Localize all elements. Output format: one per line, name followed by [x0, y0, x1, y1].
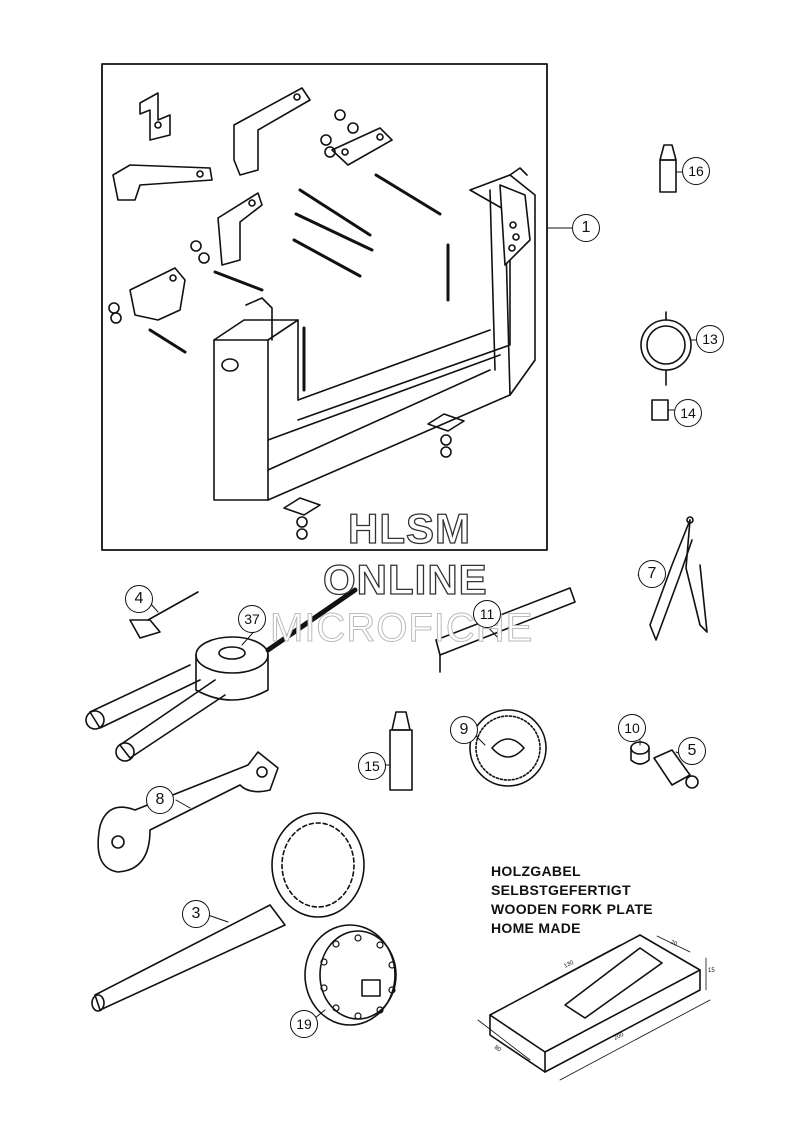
flat-bracket-top [331, 127, 393, 166]
callout-15: 15 [358, 752, 386, 780]
callout-5: 5 [678, 737, 706, 765]
part-8-pin-wrench [97, 751, 279, 873]
callout-10: 10 [618, 714, 646, 742]
callout-11: 11 [473, 600, 501, 628]
small-bracket-top-left [139, 92, 171, 141]
callout-37: 37 [238, 605, 266, 633]
fork-plate-dimensions: 130 20 15 200 80 [493, 939, 715, 1053]
angle-bracket-top [233, 87, 311, 176]
part-11-feeler-gauge [435, 587, 576, 673]
dim-200: 200 [613, 1032, 625, 1042]
square-bracket-long [112, 164, 213, 201]
angle-bracket-mid [217, 192, 263, 266]
callout-3: 3 [182, 900, 210, 928]
callout-4: 4 [125, 585, 153, 613]
dim-130: 130 [563, 960, 575, 970]
dim-20: 20 [669, 939, 678, 948]
callout-8: 8 [146, 786, 174, 814]
fork-plate-line-2: SELBSTGEFERTIGT [491, 882, 631, 898]
part-3-clutch-holder [91, 812, 365, 1012]
fork-plate-line-4: HOME MADE [491, 920, 581, 936]
watermark-line-2: ONLINE [322, 555, 488, 603]
part-7-circlip-pliers [649, 516, 708, 641]
threaded-rods [148, 173, 450, 392]
part-19-rotor-holder [304, 924, 397, 1026]
callout-13: 13 [696, 325, 724, 353]
part-9-degree-wheel [469, 709, 547, 787]
watermark-line-1: HLSM [347, 504, 471, 552]
callout-14: 14 [674, 399, 702, 427]
part-37-flywheel-puller [85, 587, 358, 762]
stand-frame-drawing [213, 167, 536, 501]
dim-15: 15 [708, 968, 715, 974]
part-4-hook-tool [129, 591, 199, 639]
callout-7: 7 [638, 560, 666, 588]
nuts-washers [108, 109, 465, 540]
part-14-adapter [651, 399, 669, 421]
callout-1: 1 [572, 214, 600, 242]
fork-plate-line-1: HOLZGABEL [491, 863, 581, 879]
wooden-fork-plate-drawing [477, 934, 711, 1081]
callout-16: 16 [682, 157, 710, 185]
part-15-lock-fluid [389, 711, 413, 791]
stand-kit-frame [101, 63, 548, 551]
part-5-adapter [653, 749, 699, 789]
part-16-sealant-tube [659, 144, 677, 193]
dim-80: 80 [493, 1045, 502, 1054]
fork-plate-line-3: WOODEN FORK PLATE [491, 901, 653, 917]
callout-19: 19 [290, 1010, 318, 1038]
part-13-dial-gauge [640, 311, 692, 386]
callout-9: 9 [450, 716, 478, 744]
angle-bracket-low [129, 267, 186, 321]
